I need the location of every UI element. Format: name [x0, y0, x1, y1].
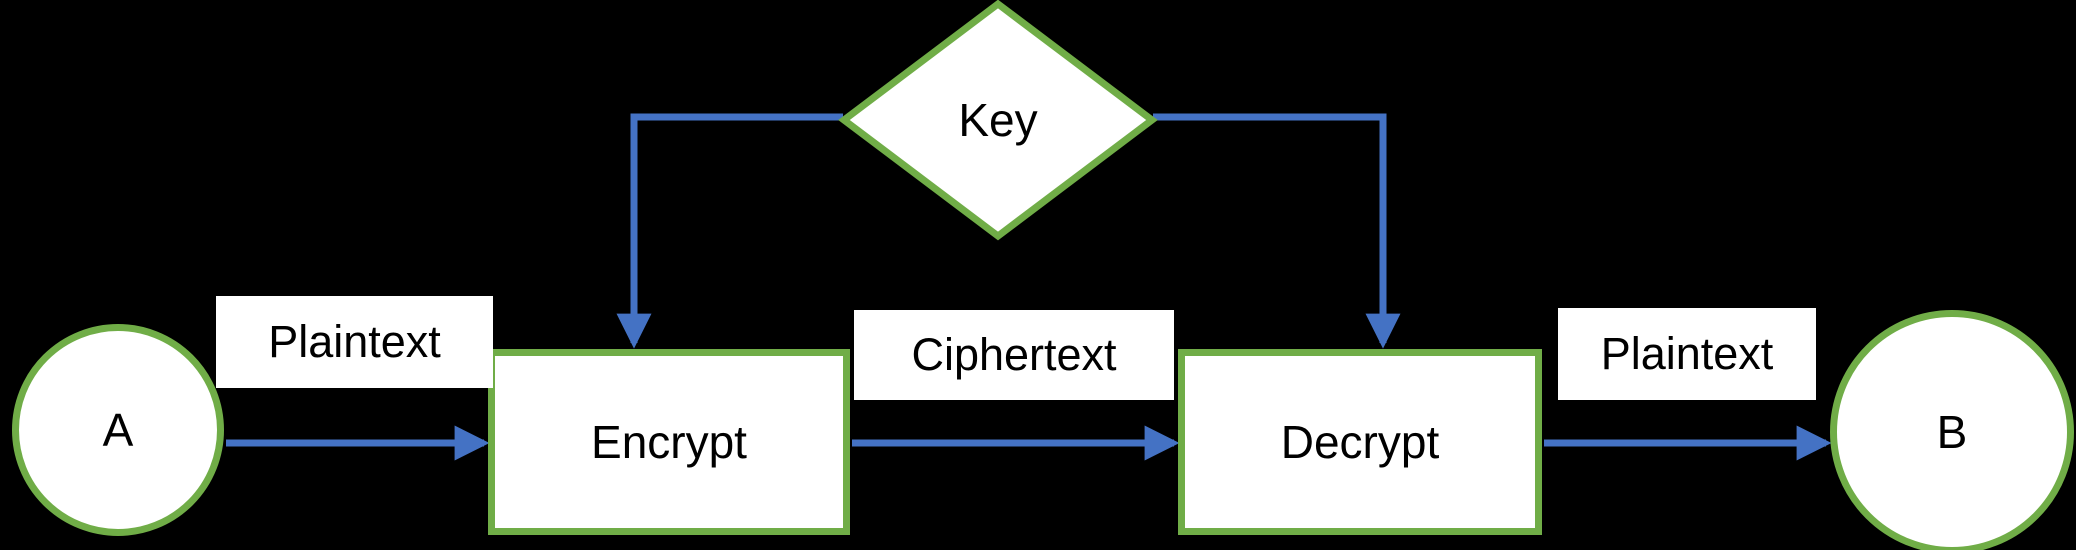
- node-receiver-b-label: B: [1936, 406, 1968, 458]
- node-decrypt[interactable]: Decrypt: [1178, 349, 1542, 535]
- node-key-label: Key: [958, 94, 1038, 146]
- node-encrypt-label: Encrypt: [591, 416, 747, 468]
- node-sender-a-label: A: [102, 404, 134, 456]
- edge-label-plaintext-out: Plaintext: [1558, 308, 1816, 400]
- edge-label-plaintext-in: Plaintext: [216, 296, 493, 388]
- node-receiver-b[interactable]: B: [1830, 310, 2074, 550]
- key-diamond-shape[interactable]: [838, 0, 1158, 241]
- node-sender-a[interactable]: A: [12, 324, 224, 536]
- connector-key-to-decrypt: [1153, 113, 1401, 349]
- node-decrypt-label: Decrypt: [1280, 416, 1440, 468]
- connector-key-to-encrypt: [616, 113, 843, 349]
- edge-label-ciphertext: Ciphertext: [854, 310, 1174, 400]
- node-encrypt[interactable]: Encrypt: [488, 349, 850, 535]
